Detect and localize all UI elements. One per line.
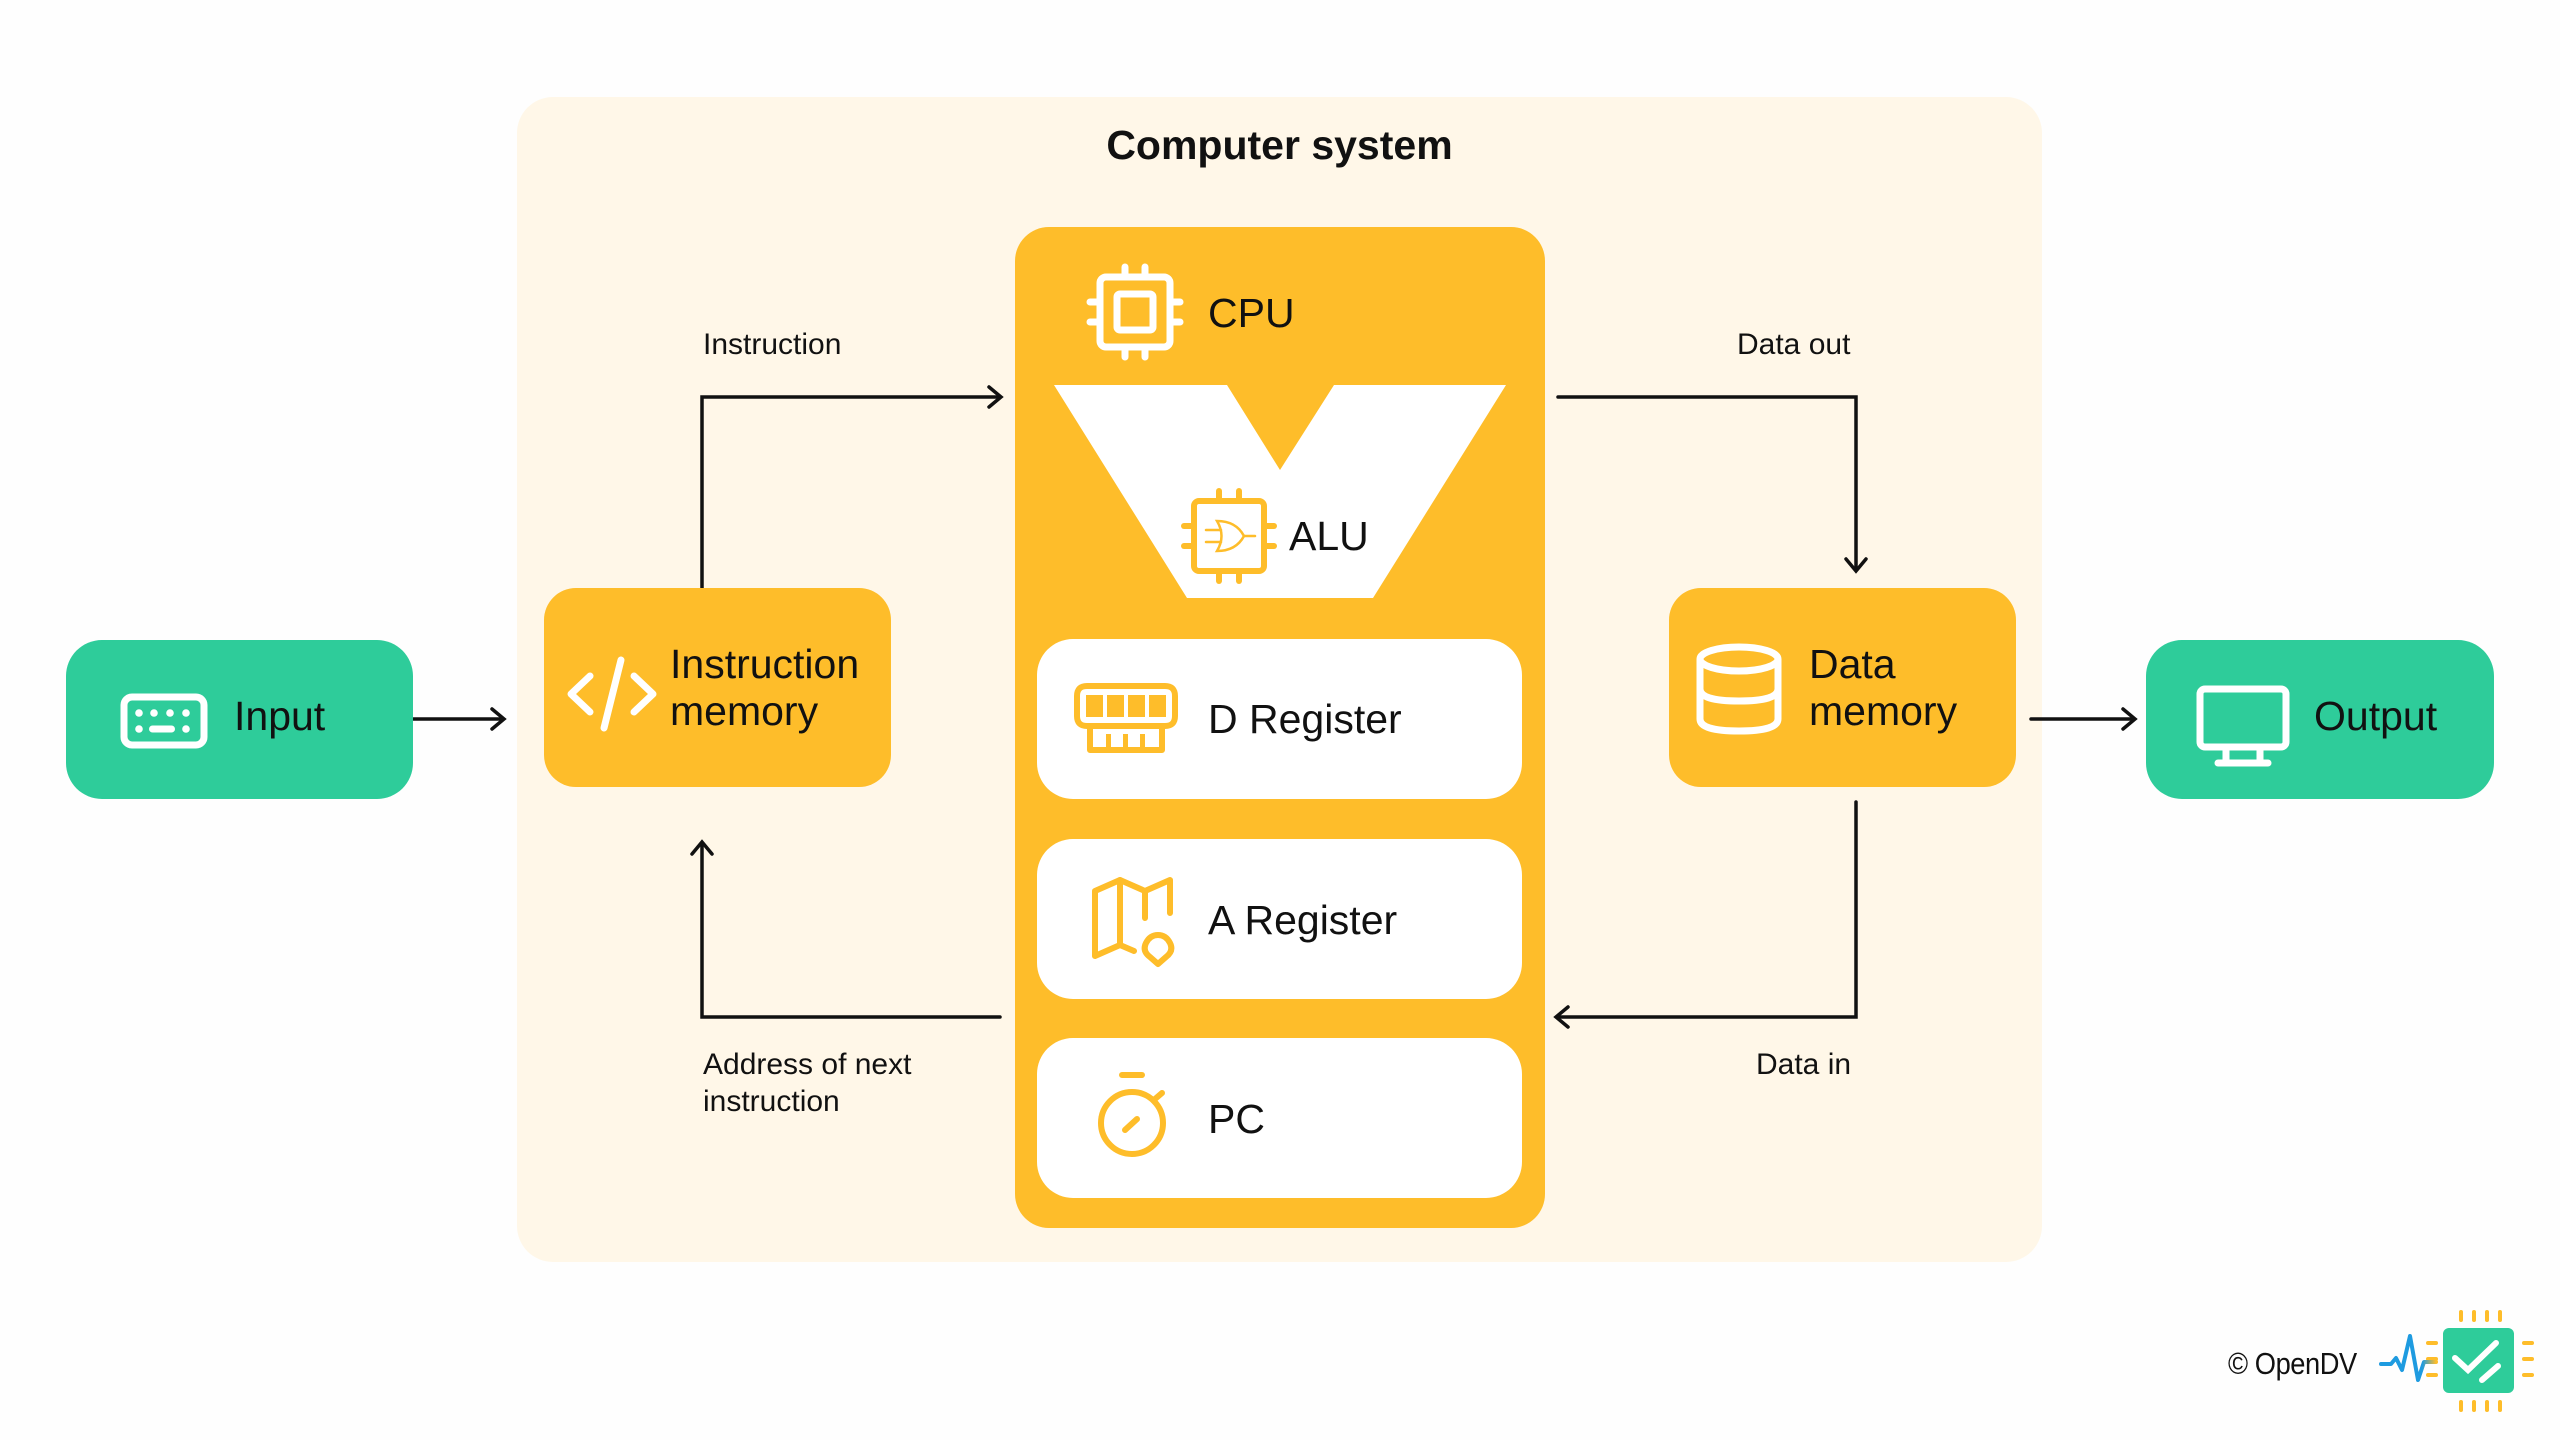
label-data-in: Data in <box>1756 1048 1852 1081</box>
cpu-label: CPU <box>1208 290 1295 336</box>
label-data-out: Data out <box>1737 328 1851 361</box>
data-memory-box[interactable]: Data memory <box>1669 588 2016 787</box>
alu-label: ALU <box>1289 513 1369 559</box>
d-register-box[interactable]: D Register <box>1037 639 1522 799</box>
cpu-box[interactable]: CPU ALU <box>1015 227 1545 1228</box>
d-register-label: D Register <box>1208 696 1402 742</box>
copyright-text: © OpenDV <box>2228 1346 2357 1381</box>
instruction-memory-box[interactable]: Instruction memory <box>544 588 891 787</box>
data-memory-label-line2: memory <box>1809 688 1958 734</box>
data-memory-label-line1: Data <box>1809 641 1896 687</box>
instruction-memory-label-line1: Instruction <box>670 641 860 687</box>
a-register-label: A Register <box>1208 897 1398 943</box>
computer-system-title: Computer system <box>1106 122 1453 168</box>
pc-box[interactable]: PC <box>1037 1038 1522 1198</box>
output-box[interactable]: Output <box>2146 640 2494 799</box>
instruction-memory-label-line2: memory <box>670 688 819 734</box>
input-box[interactable]: Input <box>66 640 413 799</box>
pc-label: PC <box>1208 1096 1265 1142</box>
input-label: Input <box>234 693 326 739</box>
alu-shape <box>1054 385 1506 598</box>
a-register-box[interactable]: A Register <box>1037 839 1522 999</box>
database-icon <box>1696 643 1782 735</box>
ram-icon <box>1074 683 1178 753</box>
logic-gate-chip-icon <box>1181 488 1277 584</box>
monitor-icon <box>2196 685 2290 767</box>
output-label: Output <box>2314 693 2438 739</box>
label-instruction: Instruction <box>703 328 842 361</box>
opendv-logo-icon <box>2379 1310 2534 1412</box>
label-address-of-next-line1: Address of next <box>703 1048 912 1081</box>
arrow-input-to-instruction-memory <box>400 707 507 731</box>
label-address-of-next-line2: instruction <box>703 1085 840 1118</box>
keyboard-icon <box>120 693 208 749</box>
arrow-data-memory-to-output <box>2029 707 2138 731</box>
map-pin-icon <box>1092 877 1175 967</box>
code-icon <box>567 656 657 732</box>
stopwatch-icon <box>1098 1072 1166 1157</box>
chip-icon <box>1086 263 1184 361</box>
